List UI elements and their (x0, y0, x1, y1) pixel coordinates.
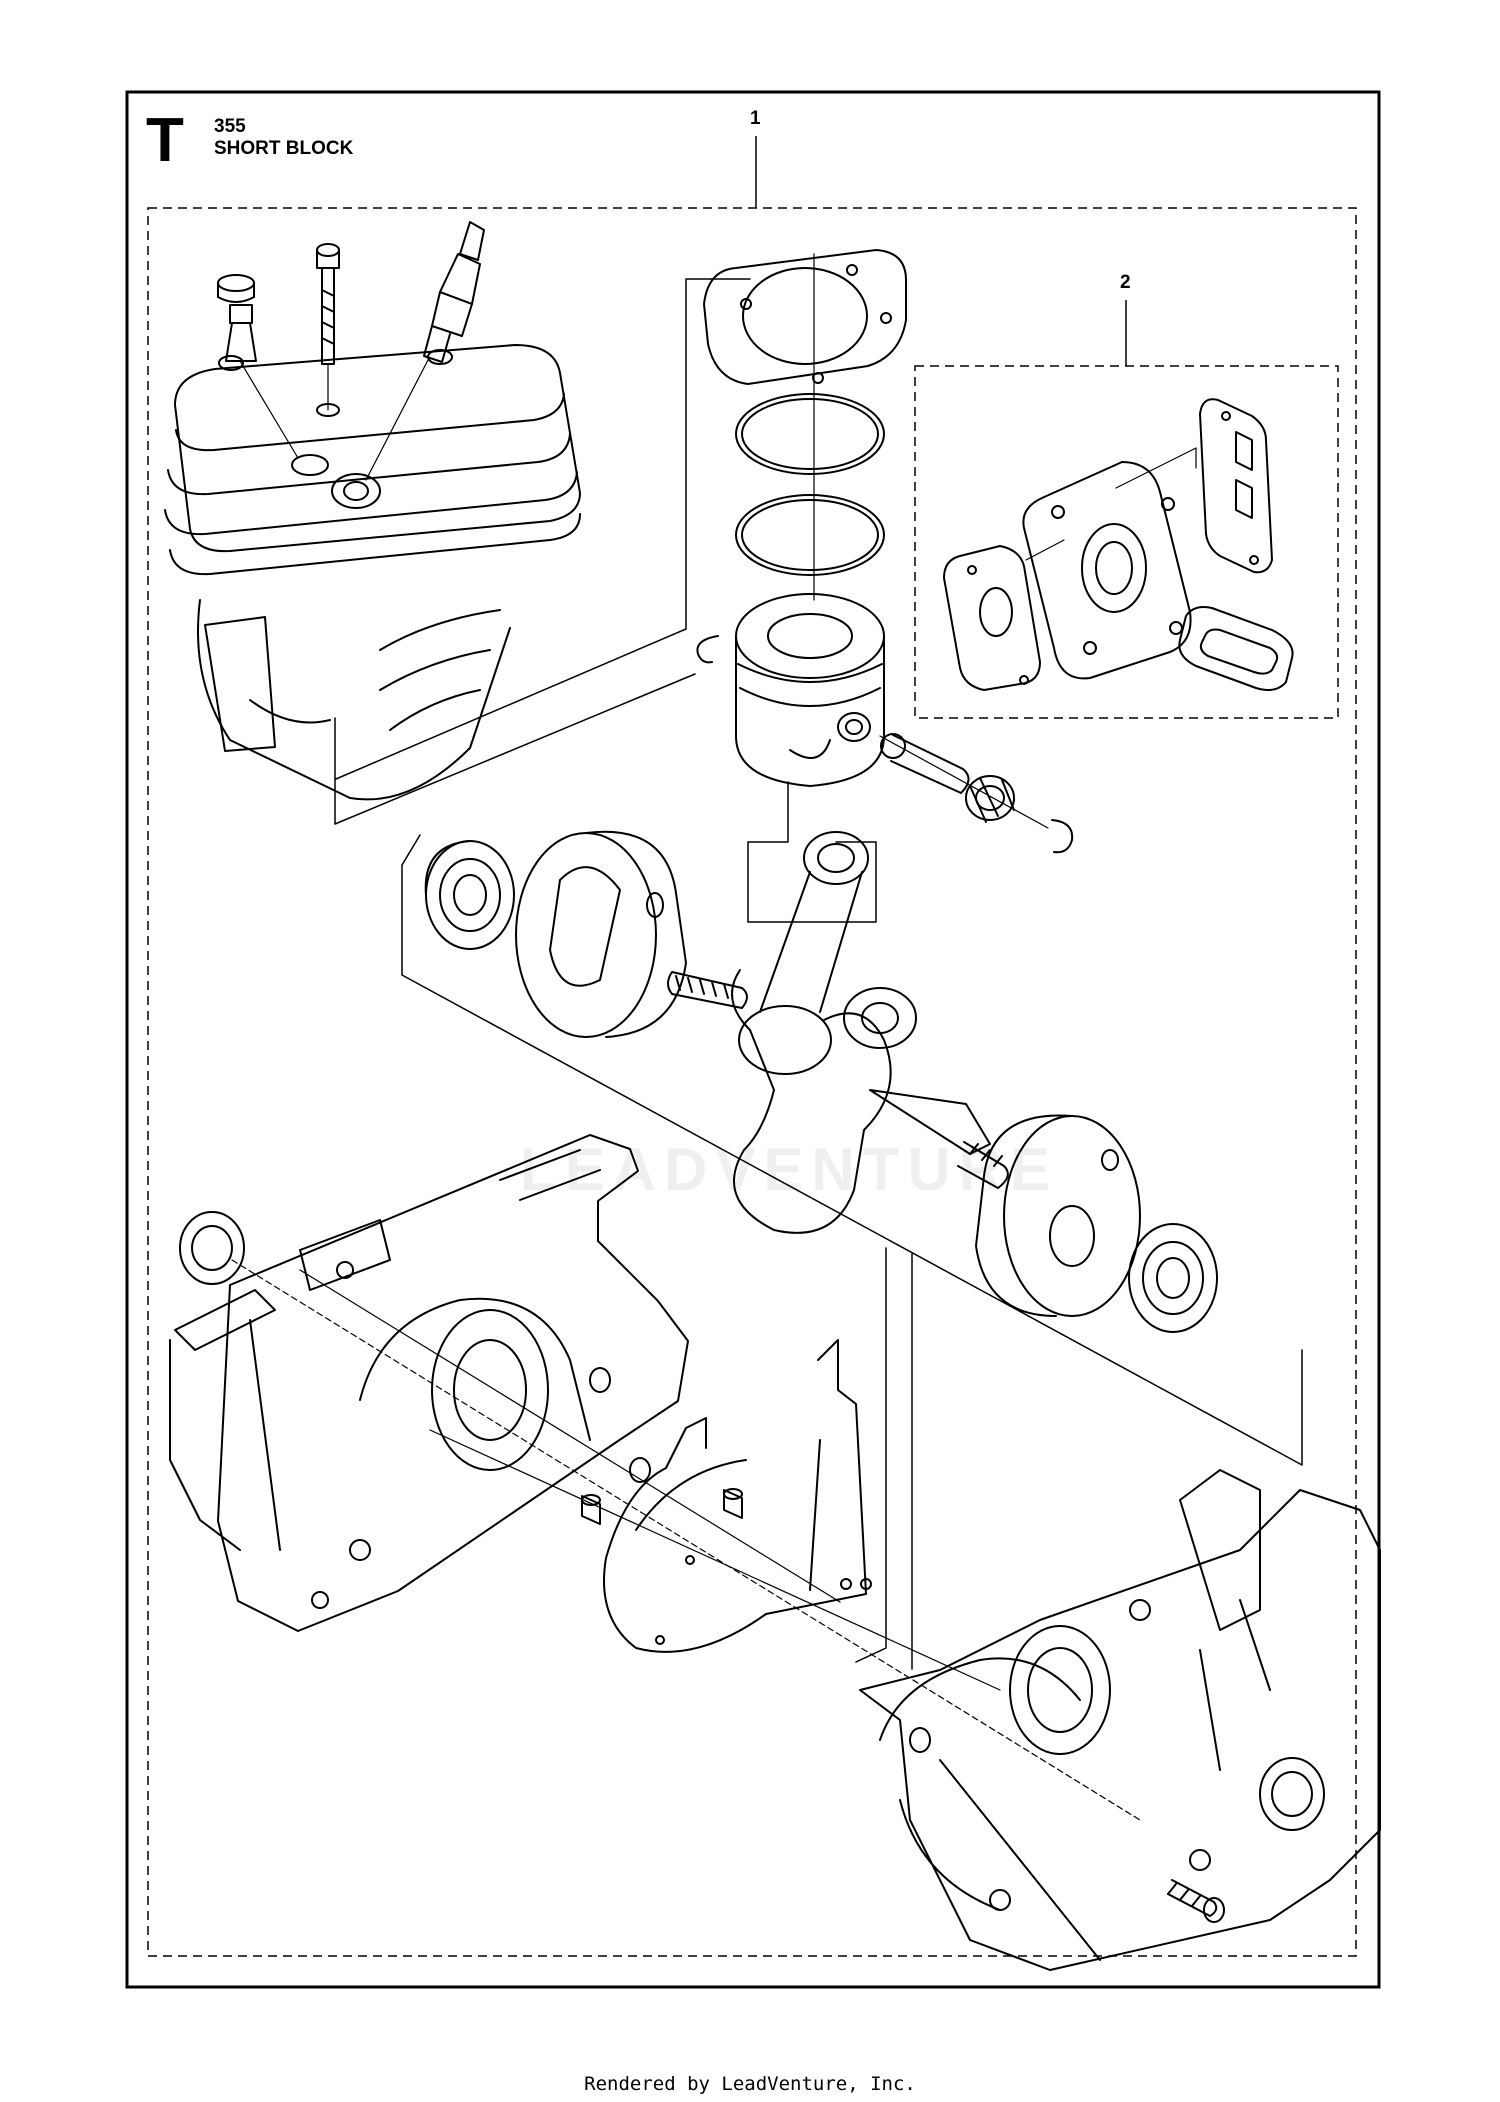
decompression-valve (217, 274, 257, 362)
crankcase-left-half (169, 1134, 689, 1632)
piston (735, 593, 885, 787)
crankcase-right-half (859, 1469, 1381, 1971)
crankcase-gasket (603, 1339, 872, 1653)
crankcase-screw (1167, 1879, 1225, 1923)
oil-seal-left (179, 1211, 245, 1285)
crank-half-left (515, 830, 687, 1038)
model-number: 355 (214, 116, 246, 137)
section-letter: T (146, 106, 184, 175)
kit-1-boundary (147, 207, 1357, 1957)
piston-pin-circlip-right (1051, 819, 1074, 854)
intake-adapter (1022, 461, 1192, 680)
cylinder-gasket (703, 249, 907, 385)
cylinder (164, 344, 581, 801)
connecting-rod (738, 831, 869, 1075)
crankshaft (667, 969, 1009, 1234)
piston-ring-upper (735, 393, 885, 475)
cylinder-bolt (316, 243, 340, 365)
main-bearing-right (1128, 1223, 1218, 1333)
diagram-frame (125, 90, 1381, 1989)
intake-gasket-bottom (943, 545, 1041, 691)
piston-pin-circlip-left (696, 635, 719, 664)
leadventure-watermark: LEADVENTURE (520, 1136, 1059, 1203)
piston-ring-lower (735, 494, 885, 576)
render-credit: Rendered by LeadVenture, Inc. (584, 2073, 916, 2095)
dowel-pin-left (581, 1494, 601, 1525)
diagram-title: SHORT BLOCK (214, 138, 354, 159)
needle-bearing (965, 775, 1015, 823)
oil-seal-right (1259, 1757, 1325, 1831)
piston-pin (880, 733, 970, 794)
crank-half-right (975, 1114, 1141, 1317)
callout-2-number[interactable]: 2 (1120, 272, 1131, 293)
intake-gasket-top (1199, 398, 1273, 574)
muffler-gasket (1178, 606, 1294, 691)
main-bearing-left (424, 840, 515, 950)
spark-plug (423, 221, 485, 363)
callout-1-number[interactable]: 1 (750, 108, 761, 129)
dowel-pin-right (723, 1488, 743, 1519)
